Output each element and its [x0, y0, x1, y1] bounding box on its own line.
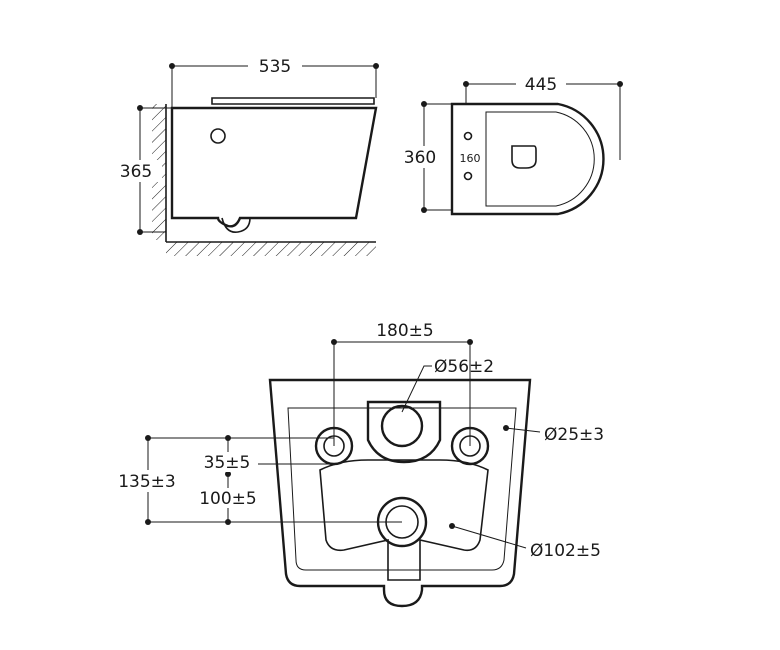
bolt-hole-top [463, 131, 473, 141]
rear-bolt-spacing-label: 180±5 [376, 321, 434, 341]
outlet-diameter-label: Ø102±5 [530, 541, 601, 561]
top-width-label: 445 [525, 75, 557, 95]
top-inner-rim [485, 111, 595, 207]
drain-opening [511, 145, 537, 169]
bolt-spacing-label: 160 [460, 152, 481, 165]
total-height-label: 135±3 [118, 472, 176, 492]
bowl-body [170, 106, 378, 228]
side-height-label: 365 [120, 162, 152, 182]
inlet-hole [210, 128, 226, 144]
rear-cavity [319, 459, 489, 581]
side-width-label: 535 [259, 57, 291, 77]
rear-outer-body [268, 378, 532, 608]
rear-view: 180±5 Ø56±2 Ø25±3 Ø102±5 135±3 35±5 100±… [112, 320, 604, 608]
inlet-offset-label: 35±5 [204, 453, 251, 473]
top-height-label: 360 [404, 148, 436, 168]
outlet-spout [221, 217, 251, 234]
top-view: 160 445 360 [398, 72, 623, 216]
inlet-pipe [380, 404, 424, 448]
bolt-hole-leader [505, 427, 541, 433]
rear-inner-frame [287, 407, 517, 571]
inlet-channel [366, 400, 442, 464]
seat-lid [211, 97, 375, 105]
top-outline [450, 102, 605, 216]
outlet-leader [451, 525, 527, 549]
inlet-leader [401, 365, 432, 413]
inlet-diameter-label: Ø56±2 [434, 357, 494, 377]
outlet-offset-label: 100±5 [199, 489, 257, 509]
bolt-hole-diameter-label: Ø25±3 [544, 425, 604, 445]
floor-hatch [166, 242, 376, 256]
bolt-hole-bottom [463, 171, 473, 181]
side-view: 535 365 [114, 54, 379, 256]
